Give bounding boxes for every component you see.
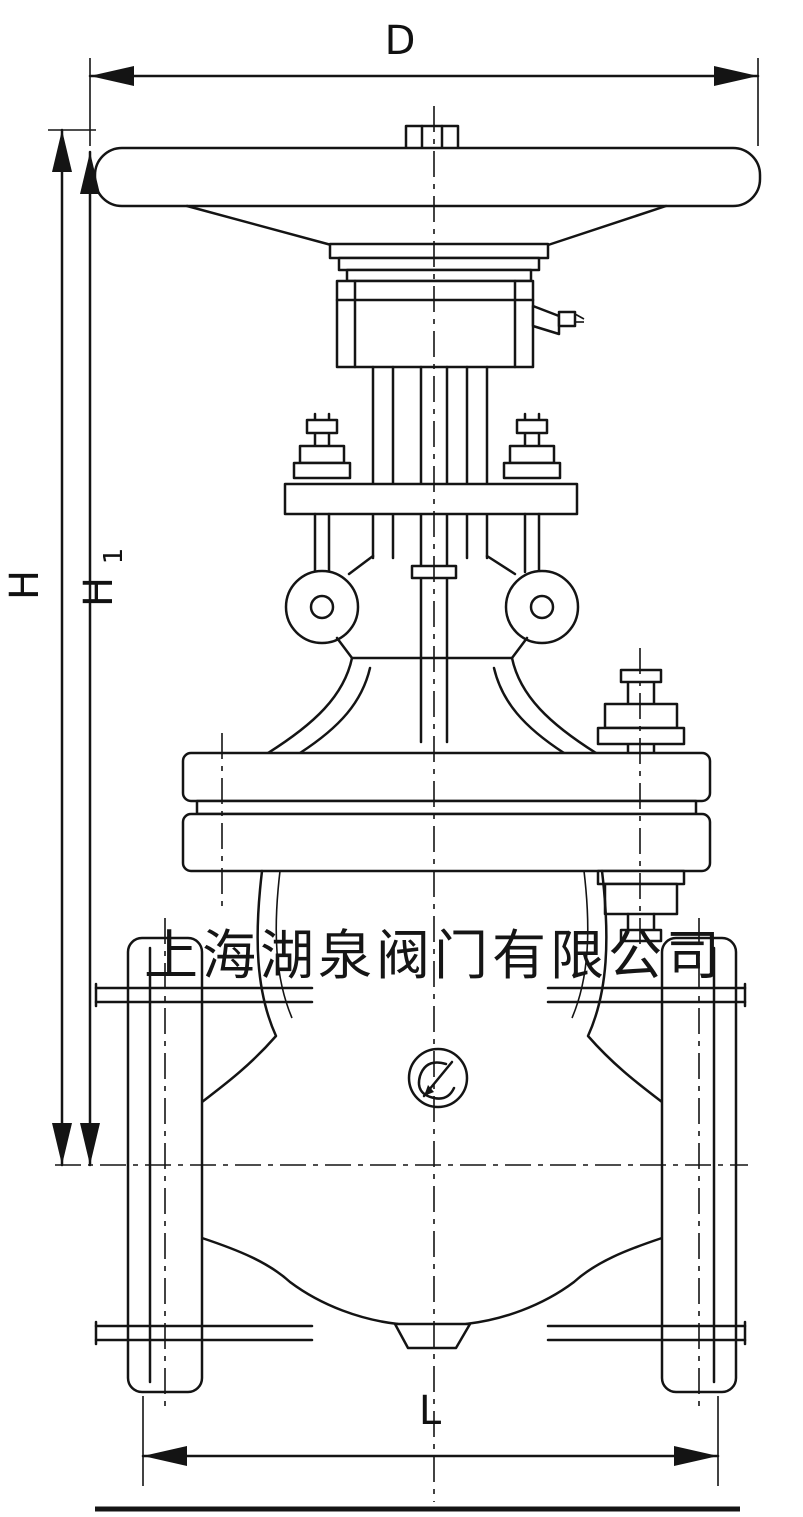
company-watermark: 上海湖泉阀门有限公司 xyxy=(144,924,724,987)
brand-logo-icon xyxy=(407,1047,469,1109)
stuffing-box xyxy=(335,279,585,369)
grease-fitting xyxy=(531,304,585,336)
dim-h-arrow-top xyxy=(52,130,72,172)
bonnet-flange-stack xyxy=(181,668,712,943)
handwheel-spoke-left xyxy=(185,204,337,248)
stem-nut-stack xyxy=(328,242,550,283)
bonnet-flange-bottom xyxy=(181,812,712,873)
dim-h-arrow-bottom xyxy=(52,1123,72,1165)
dim-h-label: H xyxy=(2,570,48,600)
handwheel xyxy=(93,124,762,248)
dimension-h: H xyxy=(2,128,96,1167)
drain-boss xyxy=(393,1322,472,1350)
handwheel-rim xyxy=(93,146,762,208)
dim-h1-arrow-bottom xyxy=(80,1123,100,1165)
gland-bolt-left xyxy=(292,412,352,480)
gland-flange xyxy=(283,482,579,574)
dim-h1-label: H xyxy=(76,577,122,607)
dim-l-arrow-left xyxy=(143,1446,187,1466)
bonnet-nut-right xyxy=(596,869,686,943)
dim-h1-subscript: 1 xyxy=(99,548,129,565)
yoke-columns xyxy=(371,365,489,560)
bonnet-flange-top xyxy=(181,751,712,803)
dim-d-arrow-right xyxy=(714,66,758,86)
bonnet xyxy=(266,656,598,755)
bonnet-stud-right xyxy=(596,668,686,755)
dimension-h1: H 1 xyxy=(76,150,129,1167)
yoke-arms xyxy=(284,554,580,660)
dim-h1-arrow-top xyxy=(80,152,100,194)
dim-l-label: L xyxy=(419,1388,442,1434)
gland-bolt-right xyxy=(502,412,562,480)
handwheel-spoke-right xyxy=(543,204,668,248)
valve-body xyxy=(200,869,664,1350)
dim-l-arrow-right xyxy=(674,1446,718,1466)
dim-d-arrow-left xyxy=(90,66,134,86)
flange-gasket xyxy=(195,799,698,816)
flange-bolts xyxy=(94,982,747,1346)
centerlines xyxy=(55,106,748,1502)
dimension-d: D xyxy=(88,18,760,146)
dimension-l: L xyxy=(141,1388,720,1486)
dim-d-label: D xyxy=(385,18,416,64)
valve-stem xyxy=(410,365,458,744)
stem-cap xyxy=(404,124,460,152)
